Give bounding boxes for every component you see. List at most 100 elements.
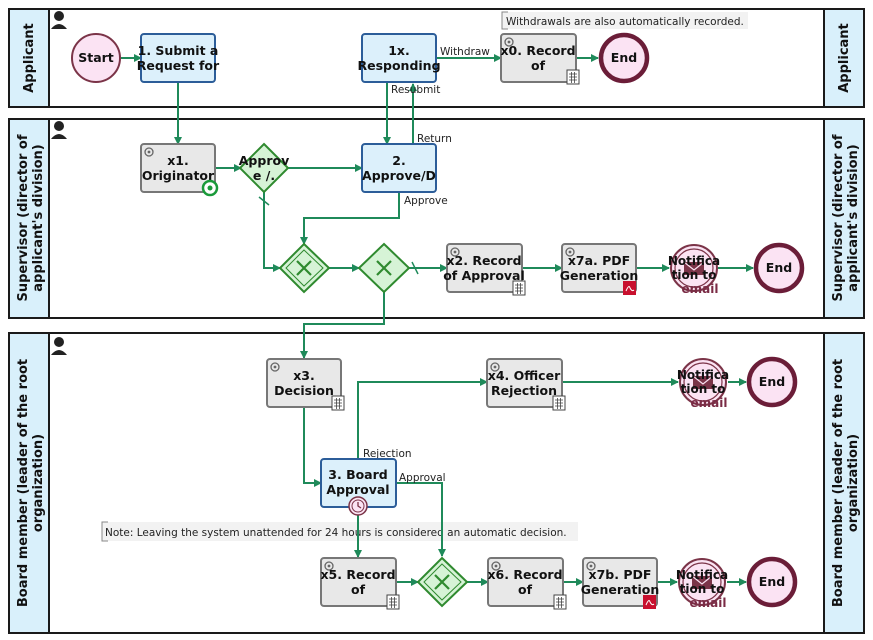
svg-text:Generation: Generation <box>581 582 659 597</box>
sequence-flows <box>121 54 754 586</box>
task-x6-record[interactable]: x6. Record of <box>487 557 567 610</box>
flow-label-resubmit: Resubmit <box>391 84 440 96</box>
gear-icon <box>586 561 596 571</box>
end-event-board[interactable]: End <box>746 556 798 608</box>
svg-text:End: End <box>759 574 785 589</box>
task-x7a-pdf[interactable]: x7a. PDF Generation <box>560 243 638 295</box>
svg-text:Approve/D: Approve/D <box>362 168 436 183</box>
lane-title-supervisor-2: applicant's division) <box>31 144 46 292</box>
task-x4-officer-rejection[interactable]: x4. Officer Rejection <box>486 358 566 411</box>
task-submit-request[interactable]: 1. Submit a Request for <box>137 33 220 83</box>
svg-text:x7b. PDF: x7b. PDF <box>589 567 652 582</box>
gear-icon <box>324 561 334 571</box>
lane-title-board-1: Board member (leader of the root <box>16 359 31 607</box>
flow-label-return: Return <box>417 133 452 145</box>
svg-text:email: email <box>682 282 719 296</box>
task-x7b-pdf[interactable]: x7b. PDF Generation <box>581 557 659 609</box>
svg-text:x3.: x3. <box>293 368 315 383</box>
calculator-icon <box>553 594 567 610</box>
svg-text:1. Submit a: 1. Submit a <box>138 43 219 58</box>
task-x0-record[interactable]: x0. Record of <box>500 33 580 85</box>
svg-text:Approv: Approv <box>239 153 289 168</box>
pdf-icon <box>643 595 656 609</box>
svg-text:Decision: Decision <box>274 383 334 398</box>
svg-text:x4. Officer: x4. Officer <box>488 368 561 383</box>
gear-icon <box>565 247 575 257</box>
task-responding[interactable]: 1x. Responding <box>357 33 441 83</box>
svg-text:tion to: tion to <box>672 268 717 282</box>
task-x2-record-approval[interactable]: x2. Record of Approval <box>443 243 526 296</box>
lane-title-supervisor-right-1: Supervisor (director of <box>831 134 846 301</box>
svg-text:Start: Start <box>78 50 114 65</box>
calculator-icon <box>386 594 400 610</box>
gear-icon <box>504 37 514 47</box>
svg-text:of Approval: of Approval <box>443 268 525 283</box>
task-board-approval[interactable]: 3. Board Approval <box>320 458 397 516</box>
gear-icon <box>144 147 154 157</box>
lane-title-applicant-right: Applicant <box>837 23 852 93</box>
end-event-withdraw[interactable]: End <box>598 32 650 84</box>
svg-text:Note: Leaving the system unatt: Note: Leaving the system unattended for … <box>105 527 567 539</box>
svg-text:Notifica: Notifica <box>668 254 720 268</box>
svg-text:2.: 2. <box>392 153 405 168</box>
svg-text:tion to: tion to <box>681 382 726 396</box>
svg-text:Notifica: Notifica <box>677 368 729 382</box>
svg-text:email: email <box>690 596 727 610</box>
notification-event-rejected[interactable]: Notifica tion to email <box>677 358 729 410</box>
calculator-icon <box>552 395 566 411</box>
svg-text:1x.: 1x. <box>388 43 410 58</box>
svg-text:End: End <box>766 260 792 275</box>
lane-title-applicant: Applicant <box>22 23 37 93</box>
person-icon <box>51 11 67 355</box>
flow-label-approve: Approve <box>404 195 448 207</box>
svg-text:Request for: Request for <box>137 58 220 73</box>
calculator-icon <box>331 395 345 411</box>
svg-text:Approval: Approval <box>326 482 389 497</box>
lane-title-board-2: organization) <box>31 434 46 532</box>
svg-text:e /.: e /. <box>253 168 275 183</box>
svg-text:Originator: Originator <box>142 168 215 183</box>
calculator-icon <box>512 280 526 296</box>
envelope-icon <box>692 375 714 389</box>
pdf-icon <box>623 281 636 295</box>
svg-text:Withdrawals are also automatic: Withdrawals are also automatically recor… <box>506 16 744 28</box>
task-x5-record[interactable]: x5. Record of <box>320 557 400 610</box>
gateway-merge-board[interactable] <box>416 556 469 608</box>
svg-text:3. Board: 3. Board <box>328 467 387 482</box>
task-x1-originator[interactable]: x1. Originator <box>140 143 219 197</box>
task-approve-decline[interactable]: 2. Approve/D <box>361 143 437 193</box>
timer-icon <box>348 496 368 516</box>
flow-label-withdraw: Withdraw <box>440 46 490 58</box>
gear-icon <box>450 247 460 257</box>
end-event-rejected[interactable]: End <box>746 356 798 408</box>
lane-title-supervisor-right-2: applicant's division) <box>846 144 861 292</box>
svg-text:x6. Record: x6. Record <box>487 567 562 582</box>
gear-icon <box>490 362 500 372</box>
svg-text:x2. Record: x2. Record <box>446 253 521 268</box>
gateway-exclusive-supervisor[interactable] <box>357 242 411 294</box>
svg-text:of: of <box>351 582 366 597</box>
svg-text:Notifica: Notifica <box>676 568 728 582</box>
note-unattended: Note: Leaving the system unattended for … <box>101 521 578 542</box>
end-event-approved[interactable]: End <box>753 242 805 294</box>
notification-event-board[interactable]: Notifica tion to email <box>676 558 728 610</box>
svg-text:tion to: tion to <box>680 582 725 596</box>
note-withdrawals: Withdrawals are also automatically recor… <box>501 11 748 30</box>
gateway-approve-decision[interactable]: Approv e /. <box>238 142 290 194</box>
envelope-icon <box>691 575 713 589</box>
notification-event-approved[interactable]: Notifica tion to email <box>668 244 720 296</box>
start-event[interactable]: Start <box>71 33 121 83</box>
flow-label-rejection: Rejection <box>363 448 412 460</box>
svg-text:of: of <box>531 58 546 73</box>
gear-icon <box>491 561 501 571</box>
svg-text:Rejection: Rejection <box>491 383 557 398</box>
svg-text:x1.: x1. <box>167 153 189 168</box>
task-x3-decision[interactable]: x3. Decision <box>266 358 345 411</box>
gateway-merge[interactable] <box>278 242 331 294</box>
gear-icon <box>270 362 280 372</box>
lane-title-supervisor-1: Supervisor (director of <box>16 134 31 301</box>
calculator-icon <box>566 69 580 85</box>
svg-text:Responding: Responding <box>357 58 440 73</box>
svg-text:Generation: Generation <box>560 268 638 283</box>
svg-text:of: of <box>518 582 533 597</box>
